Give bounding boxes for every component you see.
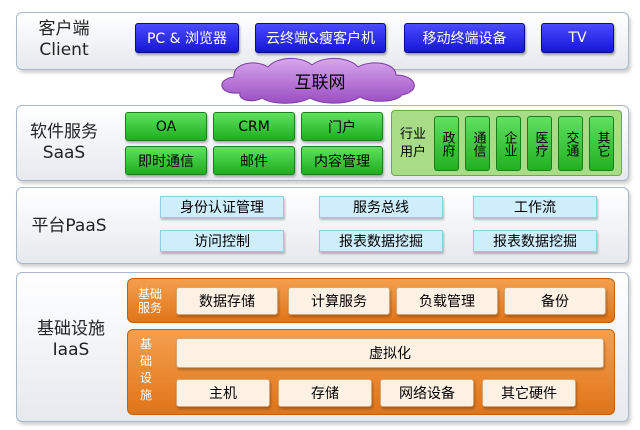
paas-item-identity-auth[interactable]: 身份认证管理: [160, 196, 284, 218]
client-layer: 客户端 Client PC & 浏览器 云终端&瘦客户机 移动终端设备 TV: [16, 12, 629, 70]
client-item-tv[interactable]: TV: [541, 23, 614, 53]
basic-facilities-label: 基 础 设 施: [134, 336, 158, 404]
service-item-load-mgmt[interactable]: 负载管理: [396, 287, 498, 315]
internet-cloud: [221, 58, 415, 104]
client-title-en: Client: [39, 40, 89, 60]
industry-label: 行业 用户: [394, 126, 432, 162]
iaas-title-cn: 基础设施: [37, 319, 105, 339]
industry-item-other[interactable]: 其它: [589, 116, 614, 171]
saas-item-portal[interactable]: 门户: [301, 112, 383, 141]
industry-label-line2: 用户: [399, 145, 426, 160]
saas-item-oa[interactable]: OA: [125, 112, 207, 141]
client-item-cloud-terminal[interactable]: 云终端&瘦客户机: [255, 23, 386, 53]
client-item-mobile-device[interactable]: 移动终端设备: [404, 23, 525, 53]
facility-item-storage[interactable]: 存储: [278, 379, 372, 407]
saas-item-crm[interactable]: CRM: [213, 112, 295, 141]
industry-item-enterprise[interactable]: 企业: [496, 116, 521, 171]
industry-label-line1: 行业: [399, 127, 426, 142]
saas-item-content-mgmt[interactable]: 内容管理: [301, 146, 383, 175]
saas-title-cn: 软件服务: [30, 122, 98, 142]
industry-item-telecom[interactable]: 通信: [465, 116, 490, 171]
paas-item-report-mining-2[interactable]: 报表数据挖掘: [473, 230, 597, 252]
saas-layer: 软件服务 SaaS OA CRM 门户 即时通信 邮件 内容管理 行业 用户 政…: [16, 105, 629, 181]
virtualization-bar[interactable]: 虚拟化: [176, 338, 604, 368]
facilities-label-char-3: 设: [139, 371, 152, 385]
paas-item-report-mining-1[interactable]: 报表数据挖掘: [319, 230, 443, 252]
industry-panel: 行业 用户 政府 通信 企业 医疗 交通 其它: [391, 110, 622, 176]
iaas-title: 基础设施 IaaS: [19, 319, 123, 361]
industry-item-healthcare[interactable]: 医疗: [527, 116, 552, 171]
paas-layer: 平台PaaS 身份认证管理 服务总线 工作流 访问控制 报表数据挖掘 报表数据挖…: [16, 187, 629, 264]
saas-item-email[interactable]: 邮件: [213, 146, 295, 175]
industry-item-government[interactable]: 政府: [434, 116, 459, 171]
facility-item-network[interactable]: 网络设备: [380, 379, 474, 407]
basic-facilities-panel: 基 础 设 施 虚拟化 主机 存储 网络设备 其它硬件: [127, 329, 615, 415]
paas-title: 平台PaaS: [31, 216, 107, 236]
saas-title-en: SaaS: [42, 143, 86, 163]
industry-item-transport[interactable]: 交通: [558, 116, 583, 171]
service-item-backup[interactable]: 备份: [504, 287, 606, 315]
facility-item-other-hardware[interactable]: 其它硬件: [482, 379, 576, 407]
saas-title: 软件服务 SaaS: [19, 122, 109, 164]
facilities-label-char-1: 基: [139, 337, 152, 351]
basic-services-label-line2: 服务: [137, 301, 162, 315]
client-title: 客户端 Client: [19, 19, 109, 61]
basic-services-label-line1: 基础: [137, 287, 162, 301]
paas-item-service-bus[interactable]: 服务总线: [319, 196, 443, 218]
client-title-cn: 客户端: [38, 19, 90, 39]
facilities-label-char-4: 施: [139, 388, 152, 402]
iaas-layer: 基础设施 IaaS 基础 服务 数据存储 计算服务 负载管理 备份 基 础 设 …: [16, 272, 629, 422]
facility-item-host[interactable]: 主机: [176, 379, 270, 407]
internet-label: 互联网: [294, 72, 346, 93]
basic-services-panel: 基础 服务 数据存储 计算服务 负载管理 备份: [127, 278, 615, 323]
service-item-compute[interactable]: 计算服务: [288, 287, 390, 315]
saas-item-im[interactable]: 即时通信: [125, 146, 207, 175]
service-item-data-storage[interactable]: 数据存储: [176, 287, 278, 315]
basic-services-label: 基础 服务: [130, 287, 170, 315]
facilities-label-char-2: 础: [139, 354, 152, 368]
paas-item-workflow[interactable]: 工作流: [473, 196, 597, 218]
cloud-shape: [221, 58, 415, 104]
iaas-title-en: IaaS: [52, 340, 90, 360]
client-item-pc-browser[interactable]: PC & 浏览器: [135, 23, 239, 53]
paas-item-access-control[interactable]: 访问控制: [160, 230, 284, 252]
